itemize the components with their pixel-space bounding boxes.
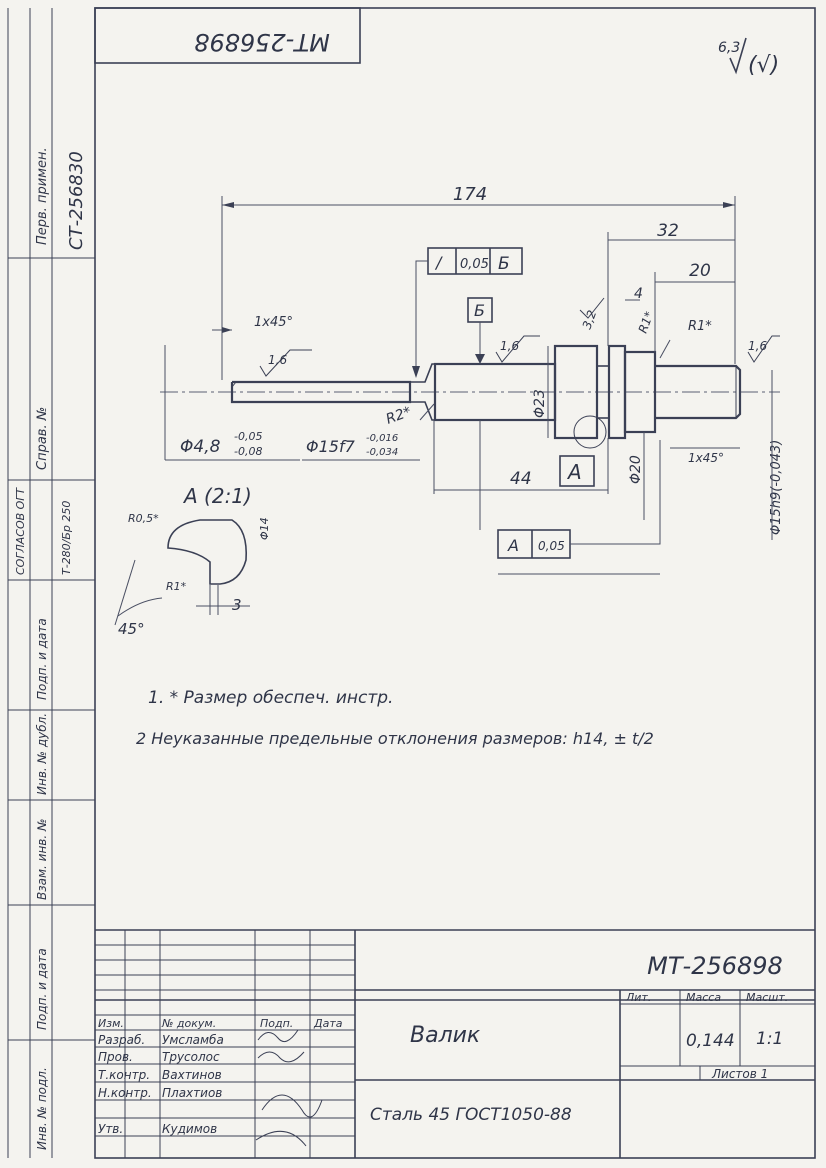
signatures xyxy=(255,1029,323,1147)
dia-left-labels: Φ4,8 -0,05 -0,08 Φ15f7 -0,016 -0,034 xyxy=(164,345,420,461)
note-1: 1. * Размер обеспеч. инстр. xyxy=(148,688,393,708)
tb-drawing-number: МТ-256898 xyxy=(647,952,783,980)
dia-20-text: Φ20 xyxy=(628,455,644,484)
detail-a-profile xyxy=(167,519,248,585)
chamfer-right: 1x45° xyxy=(670,447,740,465)
dia-mid-tol-upper: -0,016 xyxy=(366,433,398,444)
stamp-agreed: СОГЛАСОВ ОГТ xyxy=(14,487,27,575)
dim-32-20: 32 20 4 xyxy=(607,221,735,352)
dia20-section xyxy=(623,350,657,434)
first-use-value: СТ-256830 xyxy=(66,151,87,250)
sign-date-label-2: Подп. и дата xyxy=(35,948,49,1030)
dim-20-text: 20 xyxy=(689,261,711,281)
tb-name-razrab: Умсламба xyxy=(162,1033,224,1047)
detail-a-title: А (2:1) xyxy=(182,484,252,508)
tb-row-nkontr: Н.контр. xyxy=(98,1086,152,1100)
ref-number-label: Справ. № xyxy=(35,407,50,470)
rough-1-6-a: 1,6 xyxy=(268,353,287,367)
dia-small-text: Φ4,8 xyxy=(180,437,221,457)
tb-header-sign: Подп. xyxy=(260,1017,293,1030)
dim-4-text: 4 xyxy=(634,286,643,302)
tb-name-nkontr: Плахтиов xyxy=(162,1086,222,1100)
radius-r1-b: R1* xyxy=(688,319,712,334)
dia-mid-text: Φ15f7 xyxy=(306,437,356,456)
inv-replace-label: Взам. инв. № xyxy=(35,819,49,900)
tb-col-lit: Лит. xyxy=(625,991,651,1004)
tol-1-symbol: / xyxy=(434,253,443,272)
first-use-label: Перв. примен. xyxy=(35,147,50,245)
roughness-bracket: (√) xyxy=(748,53,779,78)
tb-col-scale: Масшт. xyxy=(746,991,788,1004)
tb-row-tkontr: Т.контр. xyxy=(98,1068,150,1082)
title-block: Изм. № докум. Подп. Дата Разраб. Умсламб… xyxy=(95,929,815,1158)
inv-orig-label: Инв. № подл. xyxy=(35,1067,49,1150)
inv-dup-label: Инв. № дубл. xyxy=(35,713,49,795)
tb-row-razrab: Разраб. xyxy=(98,1033,145,1047)
roughness-value: 6,3 xyxy=(718,40,740,56)
datum-b-text: Б xyxy=(474,301,485,320)
dim-32-text: 32 xyxy=(657,221,679,241)
rough-3-2: 3,2 xyxy=(580,308,600,331)
datum-a-label: А xyxy=(566,460,582,484)
detail-a: А (2:1) R0,5* R1* Φ14 3 45° xyxy=(114,484,271,638)
tb-header-date: Дата xyxy=(313,1017,343,1030)
detail-radius-r1: R1* xyxy=(166,580,187,593)
right-end-section xyxy=(655,364,742,420)
detail-a-circle xyxy=(573,415,607,449)
tb-row-prov: Пров. xyxy=(98,1050,133,1064)
tolerance-frame-2: А 0,05 xyxy=(479,420,661,575)
tb-col-mass: Масса xyxy=(686,991,721,1004)
tb-mass: 0,144 xyxy=(686,1031,735,1051)
tb-name-prov: Трусолос xyxy=(162,1050,220,1064)
tol-2-value: 0,05 xyxy=(538,539,565,553)
chamfer-left: 1x45° xyxy=(212,315,293,333)
tb-header-izm: Изм. xyxy=(98,1017,124,1030)
tb-part-name: Валик xyxy=(410,1023,481,1048)
dim-44-text: 44 xyxy=(510,469,532,489)
dim-174: 174 xyxy=(221,184,736,380)
tb-name-tkontr: Вахтинов xyxy=(162,1068,222,1082)
tb-row-utv: Утв. xyxy=(98,1122,123,1136)
tb-material: Сталь 45 ГОСТ1050-88 xyxy=(370,1105,572,1125)
dia-small-tol-upper: -0,05 xyxy=(234,430,262,443)
tb-scale: 1:1 xyxy=(756,1029,783,1049)
tb-name-utv: Кудимов xyxy=(162,1122,217,1136)
frame-border xyxy=(94,7,816,1159)
sign-date-label-1: Подп. и дата xyxy=(35,618,49,700)
dim-174-text: 174 xyxy=(453,184,487,205)
dia-mid-tol-lower: -0,034 xyxy=(366,447,398,458)
datum-b: Б xyxy=(467,297,493,364)
general-roughness-symbol: 6,3 (√) xyxy=(718,37,779,78)
dim-44: 44 А xyxy=(433,420,609,494)
dia-23-text: Φ23 xyxy=(532,389,548,418)
tb-sheets: Листов 1 xyxy=(711,1067,768,1081)
note-2: 2 Неуказанные предельные отклонения разм… xyxy=(136,729,654,748)
tol-1-value: 0,05 xyxy=(460,257,489,272)
rough-1-6-c: 1,6 xyxy=(748,339,767,353)
detail-dia-14: Φ14 xyxy=(258,517,271,540)
rough-1-6-b: 1,6 xyxy=(500,339,519,353)
stamp-code: Т-280/Бр 250 xyxy=(60,501,73,575)
tolerance-frame-1: / 0,05 Б xyxy=(412,247,523,378)
chamfer-right-text: 1x45° xyxy=(688,451,724,465)
chamfer-left-text: 1x45° xyxy=(254,315,293,330)
dia-right-text: Φ15h9(-0,043) xyxy=(769,440,784,535)
roughness-marks: 1,6 1,6 1,6 3,2 xyxy=(259,297,780,377)
tol-2-datum: А xyxy=(507,536,519,555)
dia-small-tol-lower: -0,08 xyxy=(234,445,262,458)
left-strip: Перв. примен. СТ-256830 Справ. № СОГЛАСО… xyxy=(8,8,95,1158)
detail-angle-45: 45° xyxy=(118,620,145,638)
detail-radius-r05: R0,5* xyxy=(128,512,159,525)
tb-header-doc: № докум. xyxy=(161,1017,216,1030)
shaft-drawing xyxy=(160,344,780,449)
top-number-box: МТ-256898 xyxy=(94,7,361,64)
detail-dim-3: 3 xyxy=(232,596,242,614)
top-drawing-number: МТ-256898 xyxy=(194,28,330,56)
tol-1-datum: Б xyxy=(498,254,510,274)
